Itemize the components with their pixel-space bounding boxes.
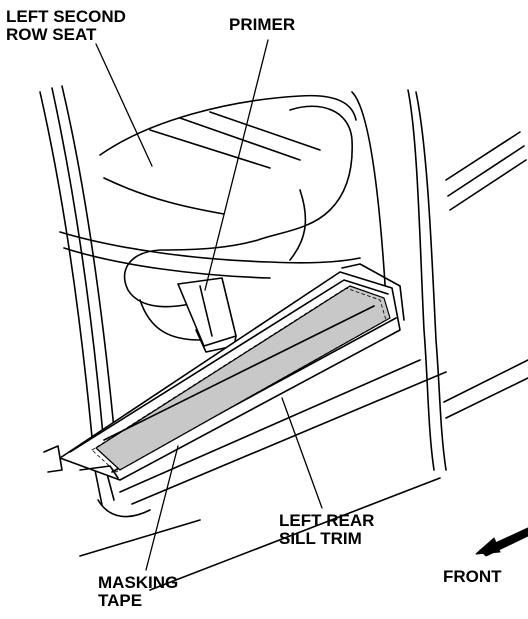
leader-lines [95,39,323,571]
leader-primer [204,39,269,291]
leader-tape [145,445,179,571]
body-panel-right [443,131,528,419]
label-primer: PRIMER [229,15,296,34]
label-masking-tape-line1: MASKING [98,573,179,592]
label-left-second-row-seat-line2: ROW SEAT [6,25,97,44]
label-masking-tape-line2: TAPE [98,591,143,610]
seat-back [99,94,357,215]
label-left-second-row-seat-line1: LEFT SECOND [6,7,126,26]
label-left-rear-sill-trim: LEFT REAR SILL TRIM [279,512,374,548]
pillar-right [351,89,447,471]
label-front: FRONT [443,567,502,586]
label-left-second-row-seat: LEFT SECOND ROW SEAT [6,8,126,44]
door-frame-left [39,85,117,506]
primer-bottle [177,277,237,353]
seat-cushion [59,105,361,341]
label-left-rear-sill-trim-line2: SILL TRIM [279,529,362,548]
floor-rocker [43,359,447,591]
leader-seat [95,43,153,167]
leader-sill [281,397,323,509]
label-left-rear-sill-trim-line1: LEFT REAR [279,511,375,530]
masking-tape [91,285,391,473]
label-masking-tape: MASKING TAPE [98,574,178,610]
front-direction-arrow-icon [475,527,528,557]
